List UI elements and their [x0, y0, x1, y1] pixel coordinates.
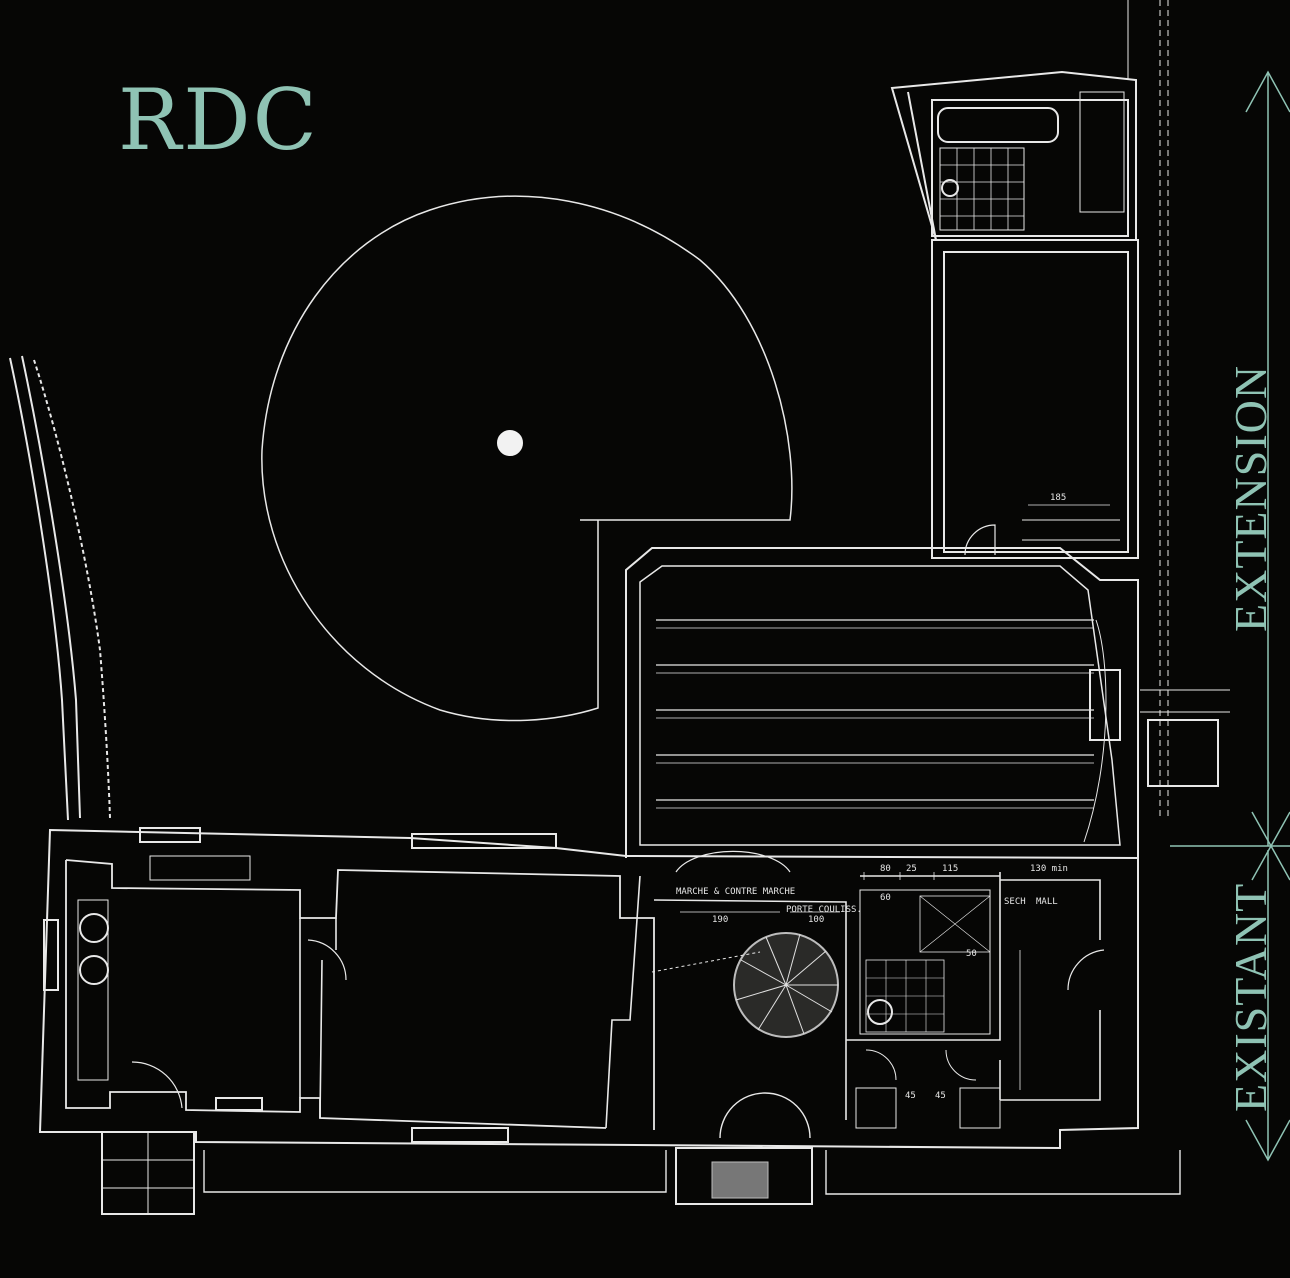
- bath-floor-tiles: [939, 147, 1025, 231]
- existant-label: EXISTANT: [1225, 882, 1276, 1112]
- stair-treads: [735, 933, 838, 1035]
- porte-coulissante: PORTE COULISS.: [786, 905, 862, 915]
- dim-130: 130 min: [1030, 864, 1068, 874]
- dim-115: 115: [942, 864, 958, 874]
- extension-room-outline: [931, 239, 1139, 559]
- veranda-column: [1089, 669, 1121, 741]
- door-bedroom: [1067, 949, 1105, 991]
- dim-25: 25: [906, 864, 917, 874]
- dim-row-top: [863, 872, 1001, 880]
- boundary-line: [1159, 0, 1169, 820]
- arch-veranda: [675, 850, 791, 873]
- existant-arrow-head: [1245, 1119, 1290, 1162]
- stair-line: [651, 951, 761, 973]
- extension-room-inner: [943, 251, 1129, 553]
- dim-185: 185: [1050, 493, 1066, 503]
- extension-arrow-head: [1245, 70, 1290, 113]
- plan-title: RDC: [118, 71, 319, 169]
- shower: [1079, 91, 1125, 213]
- dim-50: 50: [966, 949, 977, 959]
- partition-bedroom: [999, 879, 1101, 1101]
- kitchen-hob-2: [79, 955, 109, 985]
- tile-grid: [940, 148, 1024, 230]
- exterior-block: [1147, 719, 1219, 787]
- service-shower: [919, 895, 991, 953]
- door-entrance: [719, 1092, 811, 1139]
- partition-stair: [605, 875, 641, 1129]
- dim-45a: 45: [905, 1091, 916, 1101]
- service-shower-x: [919, 895, 991, 953]
- veranda-roof-beams-b: [656, 627, 1094, 809]
- marche-note: MARCHE & CONTRE MARCHE: [676, 887, 795, 897]
- plan-lines: [9, 0, 1230, 1215]
- veranda-roof-beams: [656, 619, 1094, 801]
- house-outline: [38, 828, 1139, 1150]
- dim-190: 190: [712, 915, 728, 925]
- closet-2: [959, 1087, 1001, 1129]
- dim-100: 100: [808, 915, 824, 925]
- fireplace: [149, 855, 251, 881]
- window-1: [139, 827, 201, 843]
- kitchen-counter: [77, 899, 109, 1081]
- partition-living: [299, 918, 337, 1119]
- wc: [941, 179, 959, 197]
- terrace-steps-lines: [102, 1132, 194, 1214]
- window-4: [215, 1097, 263, 1111]
- window-5: [43, 919, 59, 991]
- dim-60: 60: [880, 893, 891, 903]
- bathtub: [937, 107, 1059, 143]
- exterior-step: [1140, 689, 1230, 713]
- mall-label: MALL: [1036, 897, 1058, 907]
- house-inner-walls: [65, 859, 655, 1130]
- dim-45b: 45: [935, 1091, 946, 1101]
- kitchen-hob-1: [79, 913, 109, 943]
- dim-80: 80: [880, 864, 891, 874]
- terrace-edge: [203, 1150, 1181, 1195]
- tree-trunk: [497, 430, 523, 456]
- veranda-curved-glass: [1083, 619, 1107, 843]
- service-bathroom: [859, 889, 991, 1035]
- garden-wall-outer: [9, 357, 69, 821]
- door-living: [307, 939, 347, 981]
- counter: [1022, 519, 1120, 541]
- veranda-inner: [639, 565, 1121, 846]
- window-2: [411, 833, 557, 849]
- closet-1: [855, 1087, 897, 1129]
- service-doors: [865, 1049, 977, 1081]
- service-tile-grid: [866, 960, 944, 1032]
- door-kitchen: [131, 1061, 183, 1109]
- extension-door: [964, 524, 996, 556]
- garden-wall-inner: [21, 355, 81, 819]
- garden-hedge: [33, 359, 111, 819]
- bath-room-outline: [890, 70, 1137, 241]
- section-divider-cross: [1251, 811, 1290, 881]
- tree-canopy-outline: [261, 195, 793, 722]
- entrance-mat: [711, 1161, 769, 1199]
- plan-annotations: 185 80 25 115 130 min 190 100 PORTE COUL…: [676, 493, 1068, 1101]
- veranda-outline: [625, 547, 1139, 858]
- section-arrows: [1170, 70, 1290, 1162]
- sechoir-label: SECH: [1004, 897, 1026, 907]
- extension-label: EXTENSION: [1225, 364, 1276, 632]
- window-3: [411, 1127, 509, 1143]
- entrance-step: [675, 1147, 813, 1205]
- service-wc: [867, 999, 893, 1025]
- bath-room-inner: [931, 99, 1129, 237]
